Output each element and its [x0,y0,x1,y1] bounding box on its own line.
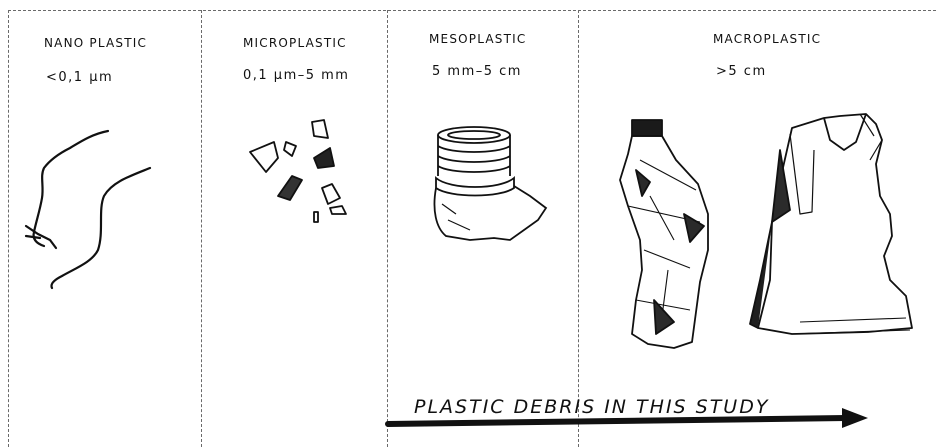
nano-fiber-illustration [26,131,150,288]
plastic-bag-illustration [750,114,912,334]
arrow-label: PLASTIC DEBRIS IN THIS STUDY [414,396,769,418]
bottle-neck-illustration [434,127,546,240]
crumpled-bottle-illustration [620,120,708,348]
microplastic-fragments-illustration [250,120,346,222]
